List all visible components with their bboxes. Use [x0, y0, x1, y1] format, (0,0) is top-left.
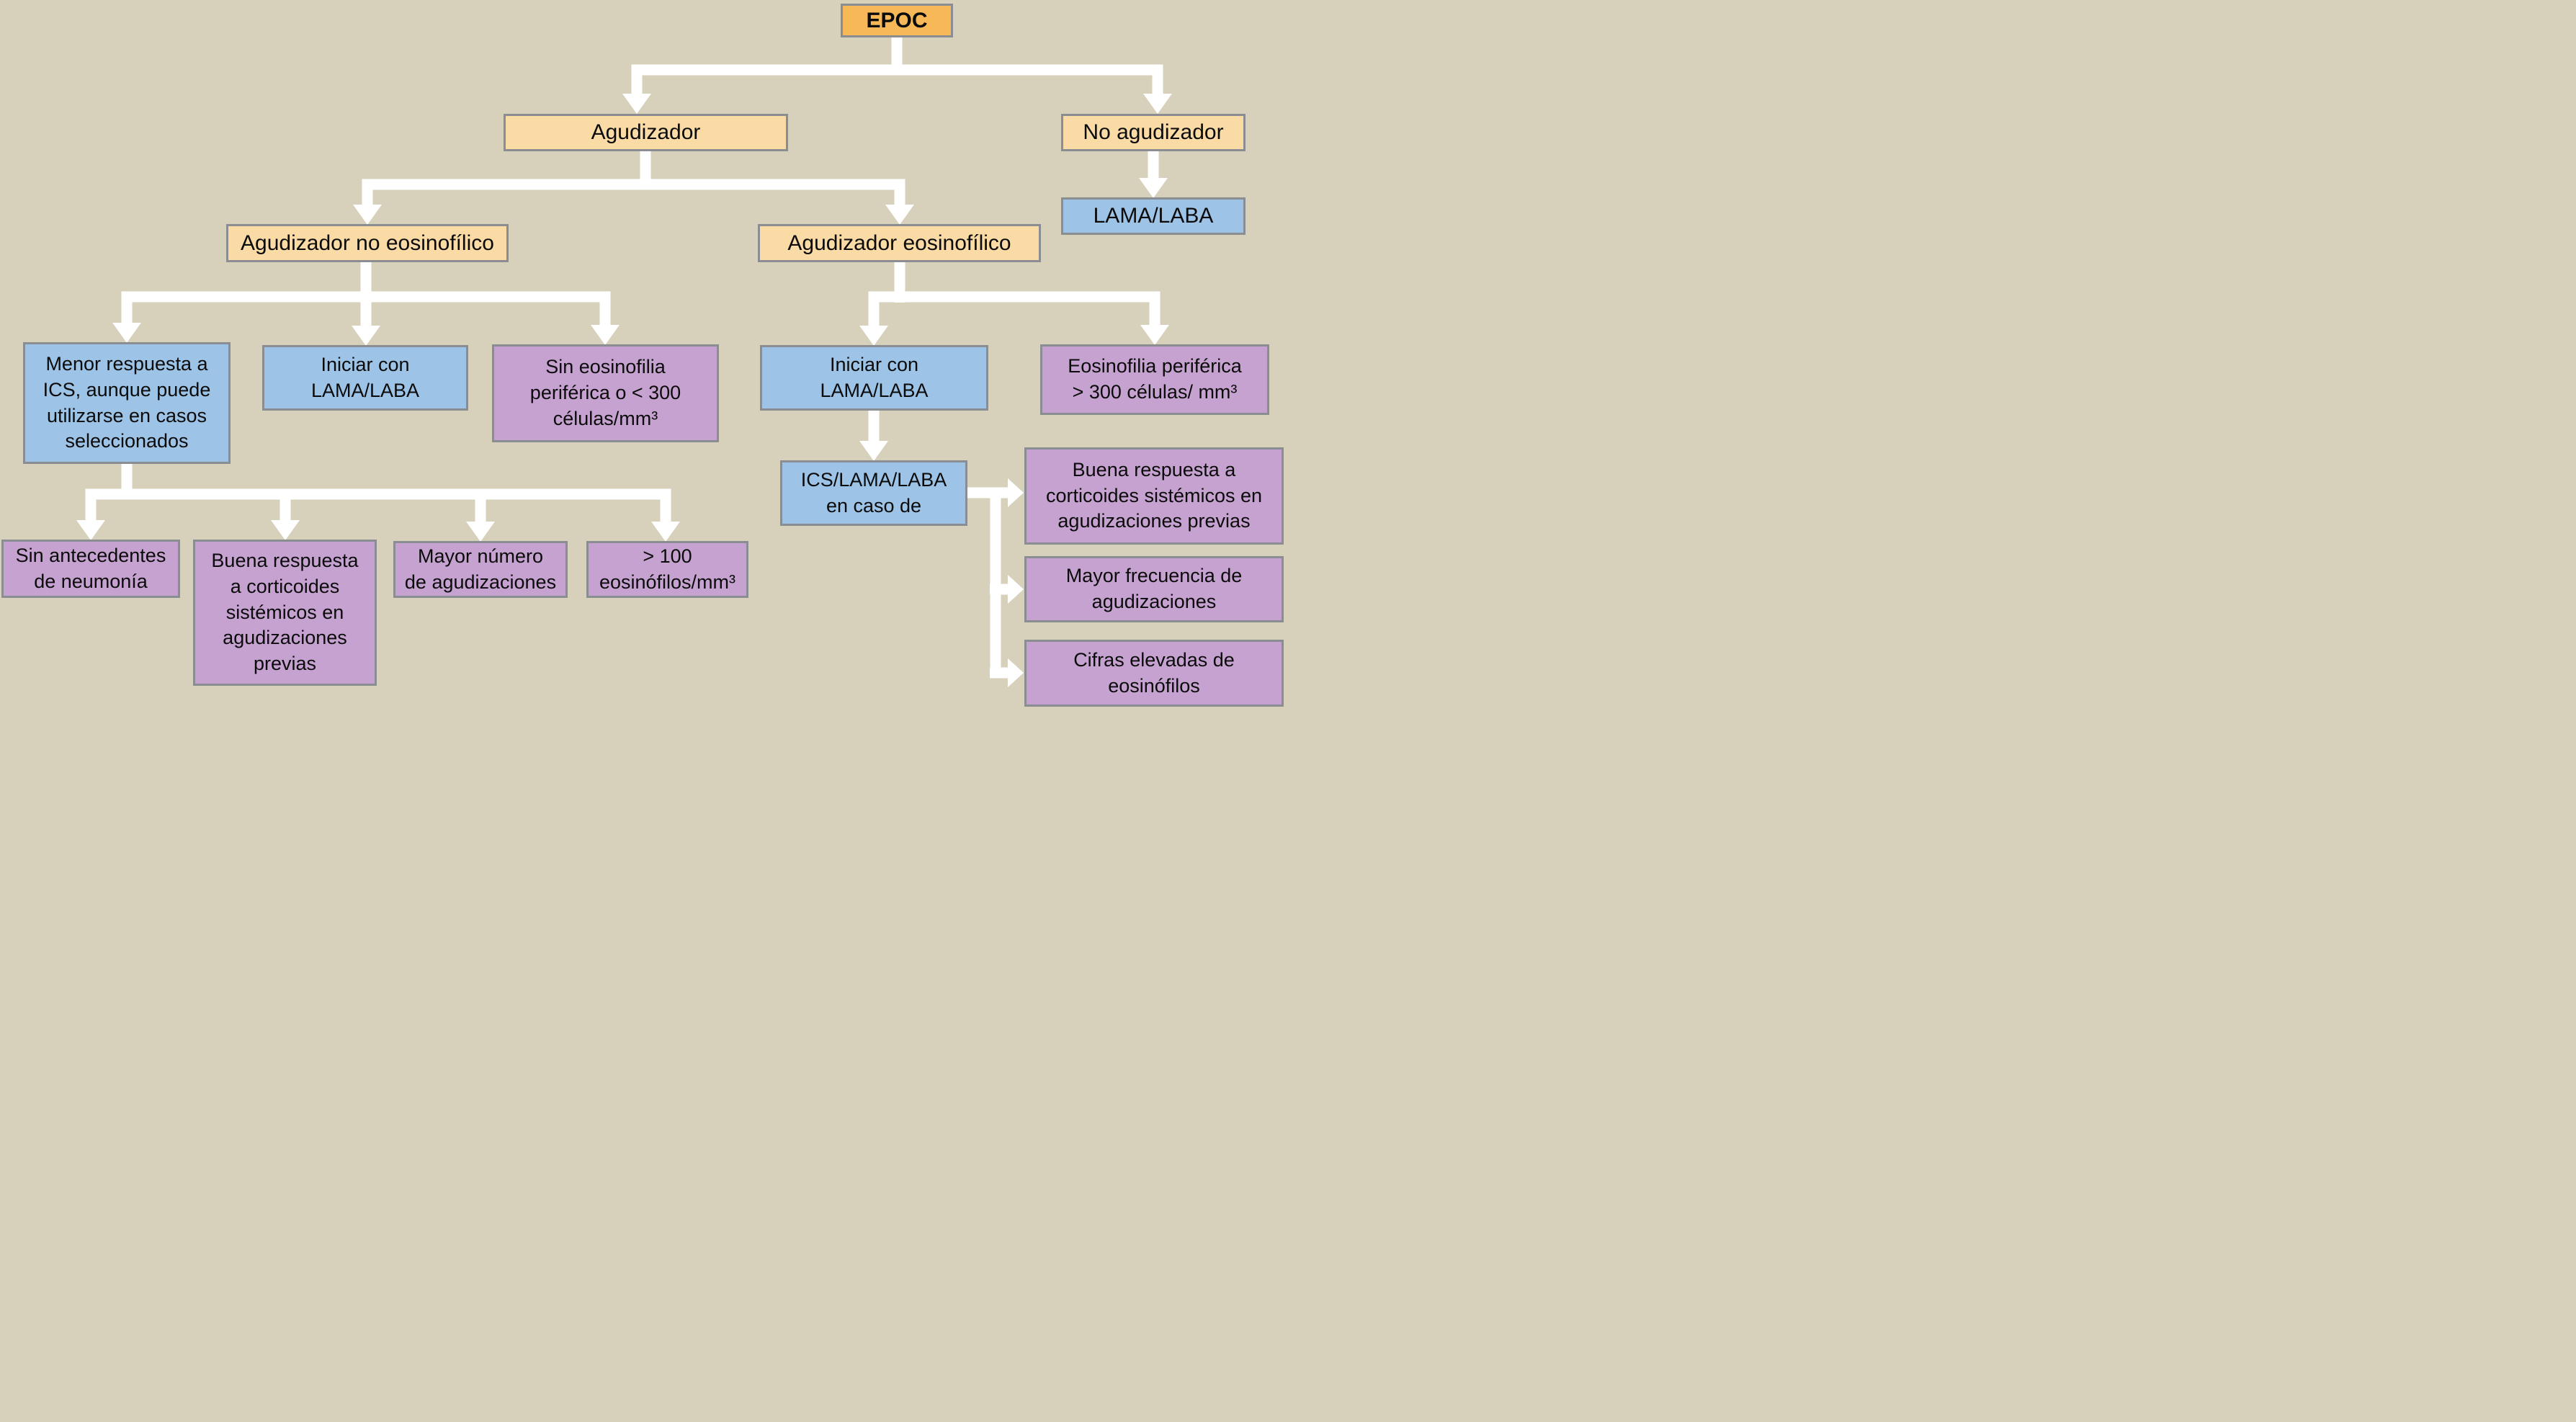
arrow-head — [1008, 478, 1024, 507]
arrow-head — [1008, 658, 1024, 687]
node-ics-lama-laba: ICS/LAMA/LABA en caso de — [780, 460, 967, 526]
node-buena-respuesta-izq: Buena respuesta a corticoides sistémicos… — [193, 540, 377, 686]
arrow-segment — [631, 64, 1163, 95]
arrow-head — [859, 326, 888, 346]
node-mayor-numero-label: Mayor número de agudizaciones — [404, 545, 557, 593]
node-iniciar-lama-laba-izq-label: Iniciar con LAMA/LABA — [310, 353, 420, 401]
node-lama-laba: LAMA/LABA — [1061, 197, 1245, 235]
node-agudizador: Agudizador — [504, 114, 788, 151]
arrow-head — [271, 520, 300, 540]
arrow-head — [1143, 94, 1172, 114]
branch-menor-respuesta — [76, 462, 680, 542]
node-agudizador-label: Agudizador — [591, 120, 701, 144]
node-eosinofilos-100-label: > 100 eosinófilos/mm³ — [599, 545, 736, 593]
arrow-head — [885, 205, 914, 225]
arrow-head — [622, 94, 651, 114]
node-menor-respuesta-ics-label: Menor respuesta a ICS, aunque puede util… — [43, 352, 211, 452]
arrow-head — [76, 520, 105, 540]
node-menor-respuesta-ics: Menor respuesta a ICS, aunque puede util… — [23, 342, 231, 464]
branch-agudizador-no-eosinofilico — [112, 261, 620, 346]
branch-no-agudizador — [1139, 150, 1168, 198]
flow-connectors — [76, 36, 1172, 687]
node-no-agudizador-label: No agudizador — [1083, 120, 1224, 144]
node-buena-respuesta-izq-label: Buena respuesta a corticoides sistémicos… — [211, 549, 359, 675]
node-sin-eosinofilia: Sin eosinofilia periférica o < 300 célul… — [492, 344, 719, 442]
arrow-head — [352, 326, 380, 346]
branch-iniciar-der — [859, 409, 888, 461]
node-agudizador-no-eosinofilico-label: Agudizador no eosinofílico — [241, 231, 494, 255]
node-iniciar-lama-laba-izq: Iniciar con LAMA/LABA — [262, 345, 468, 411]
branch-agudizador — [353, 150, 914, 225]
node-ics-lama-laba-label: ICS/LAMA/LABA en caso de — [800, 468, 947, 517]
node-mayor-frecuencia: Mayor frecuencia de agudizaciones — [1024, 556, 1284, 622]
node-epoc-label: EPOC — [866, 8, 928, 32]
node-no-agudizador: No agudizador — [1061, 114, 1245, 151]
node-buena-respuesta-der: Buena respuesta a corticoides sistémicos… — [1024, 447, 1284, 545]
node-eosinofilos-100: > 100 eosinófilos/mm³ — [586, 541, 748, 598]
arrow-head — [591, 325, 620, 345]
node-sin-antecedentes: Sin antecedentes de neumonía — [1, 540, 180, 598]
node-eosinofilia-periferica: Eosinofilia periférica > 300 células/ mm… — [1040, 344, 1269, 415]
node-iniciar-lama-laba-der: Iniciar con LAMA/LABA — [760, 345, 988, 411]
node-mayor-numero: Mayor número de agudizaciones — [393, 541, 568, 598]
node-cifras-elevadas: Cifras elevadas de eosinófilos — [1024, 640, 1284, 707]
node-epoc: EPOC — [841, 4, 953, 37]
node-cifras-elevadas-label: Cifras elevadas de eosinófilos — [1073, 648, 1235, 697]
arrow-head — [651, 522, 680, 542]
node-agudizador-no-eosinofilico: Agudizador no eosinofílico — [226, 224, 509, 262]
arrow-segment — [85, 488, 671, 523]
node-agudizador-eosinofilico-label: Agudizador eosinofílico — [787, 231, 1011, 255]
arrow-head — [859, 441, 888, 461]
node-buena-respuesta-der-label: Buena respuesta a corticoides sistémicos… — [1045, 458, 1263, 532]
arrow-segment — [362, 179, 905, 206]
node-eosinofilia-periferica-label: Eosinofilia periférica > 300 células/ mm… — [1068, 355, 1242, 403]
arrow-head — [466, 522, 495, 542]
arrow-segment — [868, 291, 1160, 327]
node-sin-antecedentes-label: Sin antecedentes de neumonía — [15, 544, 166, 592]
node-sin-eosinofilia-label: Sin eosinofilia periférica o < 300 célul… — [529, 356, 681, 429]
flowchart-canvas: EPOC Agudizador No agudizador LAMA/LABA … — [0, 0, 1288, 711]
branch-epoc — [622, 36, 1172, 114]
node-lama-laba-label: LAMA/LABA — [1093, 204, 1214, 228]
node-agudizador-eosinofilico: Agudizador eosinofílico — [758, 224, 1041, 262]
arrow-head — [112, 323, 141, 343]
arrow-head — [353, 205, 382, 225]
node-iniciar-lama-laba-der-label: Iniciar con LAMA/LABA — [820, 353, 929, 401]
arrow-head — [1140, 325, 1169, 345]
branch-ics-fan — [967, 478, 1024, 687]
arrow-head — [1008, 575, 1024, 604]
arrow-head — [1139, 178, 1168, 198]
branch-agudizador-eosinofilico — [859, 261, 1169, 346]
node-mayor-frecuencia-label: Mayor frecuencia de agudizaciones — [1065, 565, 1243, 612]
